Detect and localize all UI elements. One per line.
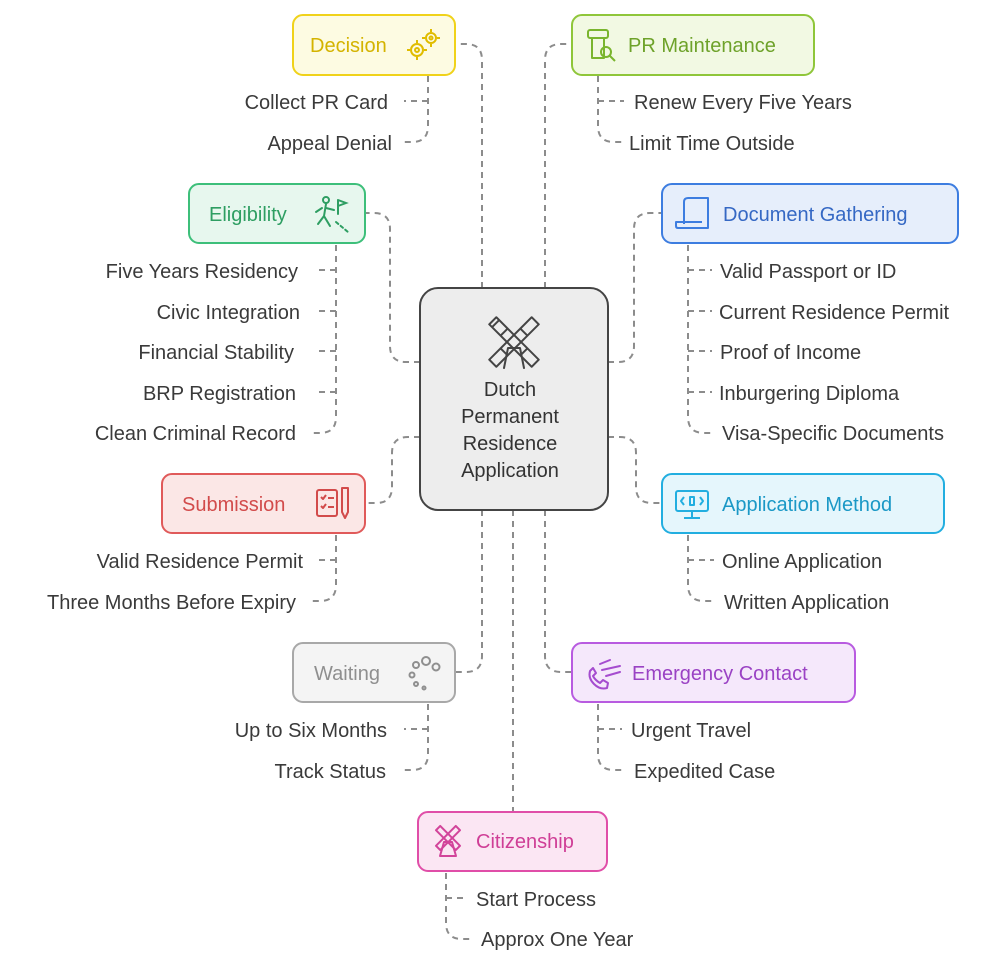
decision-item-1: Appeal Denial bbox=[267, 133, 392, 155]
connector-waiting bbox=[456, 510, 483, 673]
center-node-box bbox=[419, 287, 609, 511]
node-eligibility-title: Eligibility bbox=[209, 204, 287, 226]
waiting-item-0: Up to Six Months bbox=[235, 720, 387, 742]
windmill-icon bbox=[488, 316, 540, 369]
center-title-line-4: Application bbox=[461, 460, 559, 482]
emergency-contact-item-0: Urgent Travel bbox=[631, 720, 751, 742]
node-citizenship-title: Citizenship bbox=[476, 831, 574, 853]
goal-runner-icon bbox=[315, 196, 349, 233]
document-gathering-item-2: Proof of Income bbox=[720, 342, 861, 364]
center-title-line-3: Residence bbox=[463, 433, 558, 455]
document-icon bbox=[675, 197, 709, 229]
center-title-line-2: Permanent bbox=[461, 406, 559, 428]
connector-submission bbox=[366, 436, 420, 504]
submission-item-0: Valid Residence Permit bbox=[97, 551, 304, 573]
maintenance-icon bbox=[587, 29, 616, 62]
connector-document-gathering bbox=[608, 212, 662, 363]
leader-application-method bbox=[687, 535, 716, 602]
document-gathering-item-4: Visa-Specific Documents bbox=[722, 423, 944, 445]
node-pr-maintenance[interactable]: PR Maintenance bbox=[571, 14, 815, 76]
connector-emergency-contact bbox=[544, 510, 572, 673]
node-eligibility-box bbox=[188, 183, 366, 244]
center-title-line-1: Dutch bbox=[484, 379, 536, 401]
node-pr-maintenance-title: PR Maintenance bbox=[628, 35, 776, 57]
connector-decision bbox=[456, 43, 483, 288]
windmill-icon bbox=[434, 824, 462, 857]
pr-maintenance-item-0: Renew Every Five Years bbox=[634, 92, 852, 114]
leader-waiting bbox=[404, 704, 429, 771]
node-document-gathering-box bbox=[661, 183, 959, 244]
leader-eligibility bbox=[312, 245, 337, 434]
node-decision-title: Decision bbox=[310, 35, 387, 57]
node-pr-maintenance-box bbox=[571, 14, 815, 76]
eligibility-item-4: Clean Criminal Record bbox=[95, 423, 296, 445]
center-node[interactable]: Dutch Permanent Residence Application bbox=[419, 287, 609, 511]
decision-item-0: Collect PR Card bbox=[245, 92, 388, 114]
document-gathering-item-0: Valid Passport or ID bbox=[720, 261, 896, 283]
node-citizenship[interactable]: Citizenship bbox=[417, 811, 608, 872]
checklist-pen-icon bbox=[316, 487, 349, 519]
leader-decision bbox=[404, 76, 429, 143]
waiting-item-1: Track Status bbox=[274, 761, 386, 783]
node-waiting-title: Waiting bbox=[314, 663, 380, 685]
node-application-method-title: Application Method bbox=[722, 494, 892, 516]
document-gathering-item-3: Inburgering Diploma bbox=[719, 383, 900, 405]
item-leaders bbox=[312, 76, 716, 940]
eligibility-item-2: Financial Stability bbox=[138, 342, 294, 364]
node-submission-title: Submission bbox=[182, 494, 285, 516]
document-gathering-item-1: Current Residence Permit bbox=[719, 302, 950, 324]
leader-document-gathering bbox=[687, 245, 714, 434]
center-connectors bbox=[366, 43, 662, 812]
connector-pr-maintenance bbox=[544, 43, 572, 288]
node-emergency-contact-box bbox=[571, 642, 856, 703]
connector-eligibility bbox=[366, 212, 420, 363]
node-application-method[interactable]: Application Method bbox=[661, 473, 945, 534]
eligibility-item-3: BRP Registration bbox=[143, 383, 296, 405]
node-citizenship-box bbox=[417, 811, 608, 872]
node-decision-box bbox=[292, 14, 456, 76]
pr-maintenance-item-1: Limit Time Outside bbox=[629, 133, 795, 155]
node-submission[interactable]: Submission bbox=[161, 473, 366, 534]
node-emergency-contact[interactable]: Emergency Contact bbox=[571, 642, 856, 703]
node-document-gathering-title: Document Gathering bbox=[723, 204, 908, 226]
leader-submission bbox=[312, 535, 337, 602]
node-eligibility[interactable]: Eligibility bbox=[188, 183, 366, 244]
eligibility-item-0: Five Years Residency bbox=[106, 261, 298, 283]
leader-emergency-contact bbox=[597, 704, 626, 771]
loading-dots-icon bbox=[408, 656, 441, 691]
leader-pr-maintenance bbox=[597, 76, 624, 143]
application-method-item-1: Written Application bbox=[724, 592, 889, 614]
node-decision[interactable]: Decision bbox=[292, 14, 456, 76]
node-waiting-box bbox=[292, 642, 456, 703]
citizenship-item-1: Approx One Year bbox=[481, 929, 634, 951]
node-document-gathering[interactable]: Document Gathering bbox=[661, 183, 959, 244]
gears-icon bbox=[407, 29, 440, 60]
application-method-item-0: Online Application bbox=[722, 551, 882, 573]
submission-item-1: Three Months Before Expiry bbox=[47, 592, 296, 614]
leader-citizenship bbox=[445, 873, 472, 940]
citizenship-item-0: Start Process bbox=[476, 889, 596, 911]
emergency-contact-item-1: Expedited Case bbox=[634, 761, 775, 783]
phone-wind-icon bbox=[588, 659, 621, 690]
eligibility-item-1: Civic Integration bbox=[157, 302, 300, 324]
node-application-method-box bbox=[661, 473, 945, 534]
node-emergency-contact-title: Emergency Contact bbox=[632, 663, 808, 685]
node-submission-box bbox=[161, 473, 366, 534]
connector-application-method bbox=[608, 436, 662, 504]
node-waiting[interactable]: Waiting bbox=[292, 642, 456, 703]
monitor-code-icon bbox=[675, 490, 709, 519]
